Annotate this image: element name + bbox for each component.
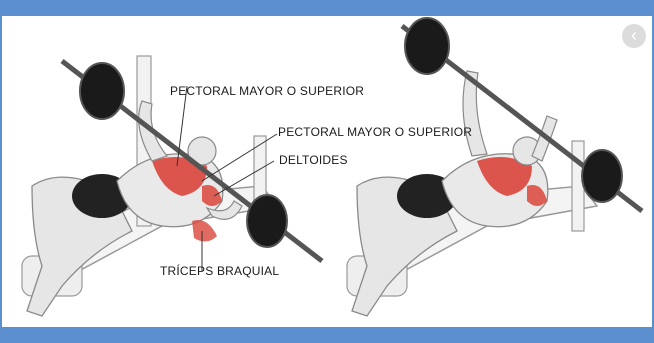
right-plate-1 [405,18,449,74]
label-triceps: TRÍCEPS BRAQUIAL [160,264,279,278]
label-pectoral-superior-1: PECTORAL MAYOR O SUPERIOR [170,84,364,98]
top-border-bar [2,2,652,16]
left-triceps [192,220,217,242]
right-plate-2 [582,150,622,202]
bottom-border-bar [2,327,652,341]
exercise-illustration [2,16,652,329]
left-plate-2 [247,195,287,247]
left-plate-1 [80,63,124,119]
prev-image-button[interactable]: ‹ [622,24,646,48]
right-bench-post [572,141,584,231]
right-figure [347,18,642,316]
label-pectoral-superior-2: PECTORAL MAYOR O SUPERIOR [278,125,472,139]
label-deltoides: DELTOIDES [279,153,348,167]
